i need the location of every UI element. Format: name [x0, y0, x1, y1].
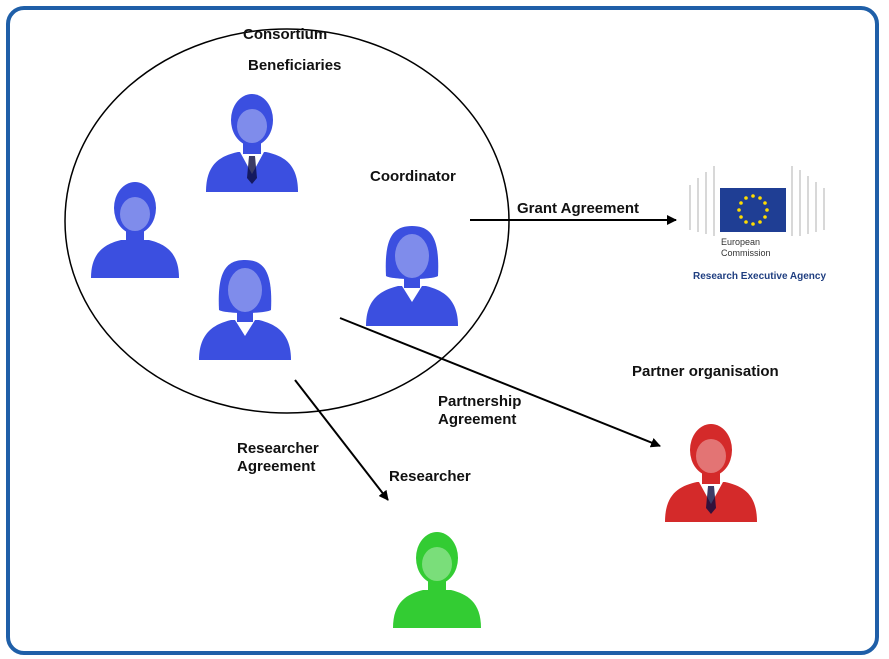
beneficiaries-label: Beneficiaries — [248, 57, 342, 74]
researcher-person-icon — [393, 532, 481, 628]
researcher-agreement-arrow — [294, 379, 389, 501]
logo-european-text: European — [721, 237, 761, 247]
beneficiary-person-icon — [199, 260, 291, 360]
coordinator-label: Coordinator — [370, 168, 456, 185]
partner-organisation-label: Partner organisation — [632, 363, 779, 380]
beneficiary-person-icon — [91, 182, 179, 278]
partner-organisation-person-icon — [665, 424, 757, 522]
partnership-agreement-label: Partnership Agreement — [438, 393, 522, 428]
researcher-agreement-label: Researcher Agreement — [237, 440, 319, 475]
beneficiary-person-icon — [206, 94, 298, 192]
coordinator-person-icon — [366, 226, 458, 326]
researcher-label: Researcher — [389, 468, 471, 485]
grant-agreement-label: Grant Agreement — [517, 200, 639, 217]
logo-agency-text: Research Executive Agency — [693, 271, 827, 282]
eu-stars — [737, 194, 769, 226]
logo-commission-text: Commission — [721, 248, 771, 258]
consortium-label: Consortium — [243, 26, 328, 43]
partnership-agreement-arrow — [339, 317, 661, 448]
research-executive-agency-logo — [682, 155, 840, 295]
